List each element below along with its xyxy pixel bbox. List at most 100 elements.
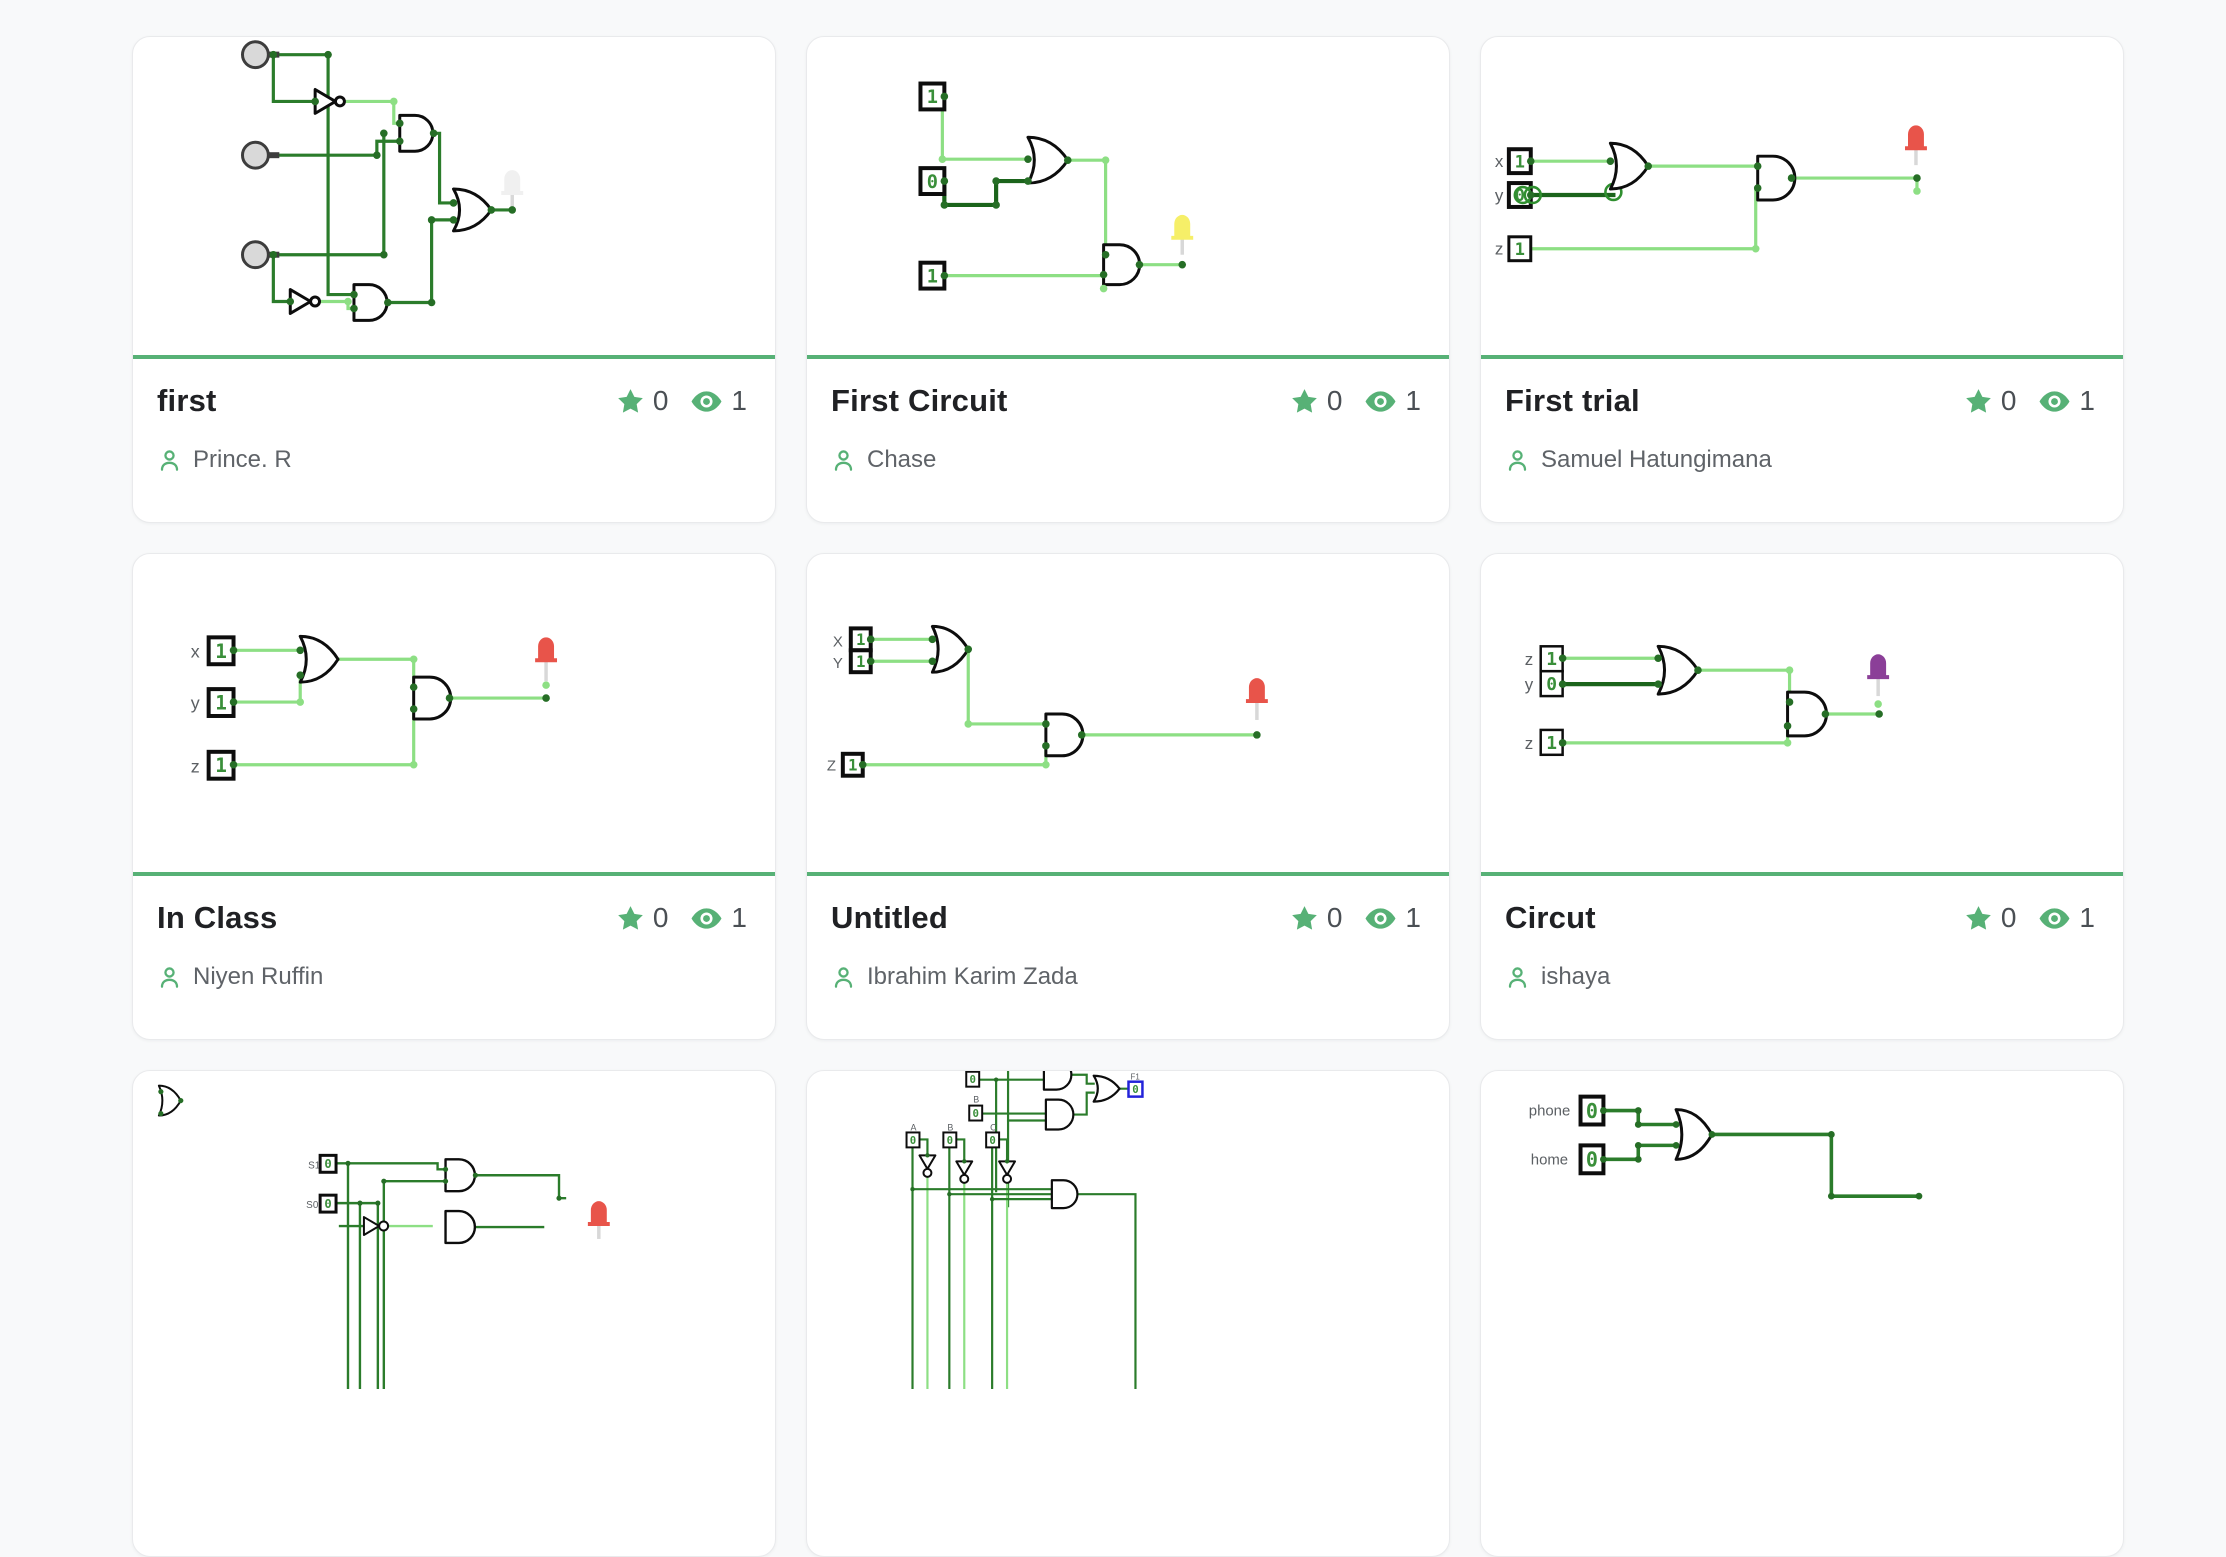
author-name: Samuel Hatungimana: [1541, 446, 1772, 473]
input-value: 0: [1515, 186, 1525, 206]
user-icon: [834, 966, 853, 988]
signal-label: A: [911, 1122, 917, 1132]
card-divider: [133, 355, 775, 359]
signal-label: B: [947, 1122, 953, 1132]
eye-icon: [1365, 907, 1396, 929]
signal-label: phone: [1529, 1103, 1571, 1120]
project-author[interactable]: Ibrahim Karim Zada: [831, 963, 1421, 991]
card-footer: In Class 0 1: [133, 876, 775, 991]
signal-label: Y: [833, 655, 843, 672]
signal-label: X: [833, 633, 843, 650]
author-name: Prince. R: [193, 446, 292, 473]
signal-label: y: [1495, 186, 1504, 205]
view-count: 1: [1405, 902, 1421, 933]
circuit-svg: phone home 0 0: [1529, 1094, 1923, 1200]
project-author[interactable]: Prince. R: [157, 446, 747, 474]
star-count: 0: [1326, 902, 1343, 933]
project-author[interactable]: ishaya: [1505, 963, 2095, 991]
eye-icon: [691, 907, 722, 929]
input-value: 0: [947, 1134, 953, 1147]
led-icon: [1171, 214, 1194, 240]
card-divider: [807, 355, 1449, 359]
star-count: 0: [1326, 385, 1343, 416]
star-icon: [1292, 905, 1317, 930]
user-icon: [1508, 966, 1527, 988]
input-value: 1: [1546, 649, 1557, 670]
project-card[interactable]: 1 0 1 First Circuit 0 1: [806, 36, 1450, 523]
eye-icon: [1365, 390, 1396, 412]
card-divider: [807, 872, 1449, 876]
input-value: 0: [910, 1134, 916, 1147]
project-card[interactable]: phone home 0 0: [1480, 1070, 2124, 1557]
signal-label: S1: [308, 1160, 321, 1171]
input-value: 1: [927, 266, 938, 287]
input-value: 0: [989, 1134, 995, 1147]
signal-label: x: [1495, 152, 1504, 171]
project-author[interactable]: Samuel Hatungimana: [1505, 446, 2095, 474]
star-icon: [618, 905, 643, 930]
input-value: 0: [324, 1157, 331, 1171]
signal-label: B: [973, 1095, 979, 1105]
card-footer: First Circuit 0 1: [807, 359, 1449, 474]
author-name: Ibrahim Karim Zada: [867, 963, 1078, 990]
card-divider: [133, 872, 775, 876]
user-icon: [1508, 449, 1527, 471]
input-value: 0: [1586, 1099, 1598, 1123]
project-stats: 0 1: [616, 385, 747, 418]
input-value: 1: [848, 755, 857, 774]
input-value: 0: [927, 172, 938, 193]
project-stats: 0 1: [1964, 902, 2095, 935]
input-value: 0: [1586, 1148, 1598, 1172]
project-title: In Class: [157, 900, 278, 935]
card-divider: [1481, 872, 2123, 876]
project-stats: 0 1: [1290, 902, 1421, 935]
project-title: Untitled: [831, 900, 948, 935]
input-value: 1: [1515, 152, 1525, 172]
circuit-thumbnail: phone home 0 0: [1481, 1071, 2123, 1389]
input-value: 1: [215, 640, 227, 663]
signal-label: y: [191, 693, 200, 713]
project-stats: 0 1: [1964, 385, 2095, 418]
input-value: 0: [1132, 1083, 1138, 1096]
view-count: 1: [731, 902, 747, 933]
circuit-svg: [240, 40, 524, 322]
author-name: ishaya: [1541, 963, 1611, 990]
author-name: Niyen Ruffin: [193, 963, 324, 990]
led-icon: [501, 170, 524, 196]
project-title: First Circuit: [831, 383, 1008, 418]
view-count: 1: [2079, 902, 2095, 933]
input-value: 1: [927, 87, 938, 108]
author-name: Chase: [867, 446, 937, 473]
project-author[interactable]: Chase: [831, 446, 1421, 474]
circuit-thumbnail: [133, 37, 775, 355]
input-value: 1: [856, 630, 865, 649]
user-icon: [834, 449, 853, 471]
signal-label: home: [1531, 1151, 1568, 1168]
project-card[interactable]: first 0 1: [132, 36, 776, 523]
project-stats: 0 1: [1290, 385, 1421, 418]
project-author[interactable]: Niyen Ruffin: [157, 963, 747, 991]
eye-icon: [691, 390, 722, 412]
project-stats: 0 1: [616, 902, 747, 935]
star-count: 0: [2000, 385, 2017, 416]
project-title: First trial: [1505, 383, 1640, 418]
led-icon: [587, 1201, 610, 1227]
input-value: 1: [1546, 733, 1557, 754]
input-value: 0: [324, 1197, 331, 1211]
input-value: 1: [856, 652, 865, 671]
star-icon: [1966, 905, 1991, 930]
